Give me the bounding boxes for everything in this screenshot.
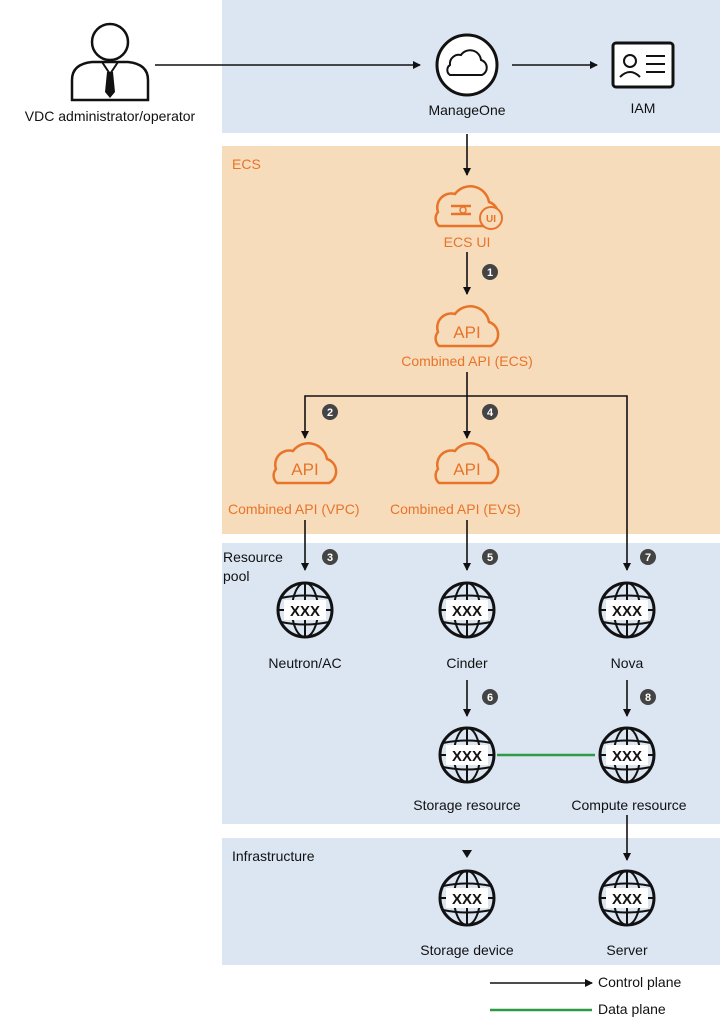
svg-text:6: 6 [487, 692, 493, 704]
storage-resource-label: Storage resource [413, 797, 521, 813]
ecs-ui-badge: UI [486, 214, 496, 225]
compute-resource-label: Compute resource [571, 797, 687, 813]
iam-label: IAM [630, 100, 656, 116]
nova-globe-icon: XXX [598, 581, 656, 639]
ecs-band [222, 146, 720, 534]
nova-label: Nova [610, 655, 644, 671]
manageone-label: ManageOne [428, 102, 506, 118]
combined-api-evs-icon: API [434, 442, 500, 485]
ecs-ui-cloud-icon: UI [434, 185, 503, 230]
svg-text:5: 5 [487, 552, 493, 564]
step-badge-8: 8 [640, 689, 656, 705]
infrastructure-title: Infrastructure [232, 848, 315, 864]
api-text-vpc: API [291, 460, 318, 479]
svg-text:7: 7 [645, 552, 651, 564]
manageone-icon [435, 33, 499, 97]
api-text-evs: API [453, 460, 480, 479]
svg-text:8: 8 [645, 692, 651, 704]
server-label: Server [606, 942, 648, 958]
combined-api-ecs-icon: API [434, 305, 500, 348]
combined-api-vpc-label: Combined API (VPC) [228, 501, 360, 517]
combined-api-vpc-icon: API [272, 442, 338, 485]
operator-label: VDC administrator/operator [24, 108, 196, 124]
person-icon [70, 22, 150, 102]
step-badge-1: 1 [482, 264, 498, 280]
step-badge-2: 2 [322, 404, 338, 420]
svg-text:1: 1 [487, 267, 493, 279]
neutron-label: Neutron/AC [268, 655, 342, 671]
neutron-globe-icon: XXX [276, 581, 334, 639]
storage-device-glyph: XXX [452, 891, 482, 908]
nova-glyph: XXX [612, 603, 642, 620]
step-badge-3: 3 [322, 549, 338, 565]
arrow-branch-to-nova [467, 395, 631, 571]
svg-text:4: 4 [487, 407, 494, 419]
neutron-glyph: XXX [290, 603, 320, 620]
compute-resource-globe-icon: XXX [598, 726, 656, 784]
legend-data-plane-label: Data plane [598, 1001, 666, 1017]
svg-text:3: 3 [327, 552, 333, 564]
step-badge-4: 4 [482, 404, 498, 420]
step-badge-7: 7 [640, 549, 656, 565]
ecs-ui-label: ECS UI [443, 234, 491, 250]
cinder-glyph: XXX [452, 603, 482, 620]
server-glyph: XXX [612, 891, 642, 908]
cinder-globe-icon: XXX [438, 581, 496, 639]
storage-resource-glyph: XXX [452, 748, 482, 765]
combined-api-evs-label: Combined API (EVS) [390, 501, 521, 517]
legend-control-plane-label: Control plane [598, 974, 682, 990]
compute-resource-glyph: XXX [612, 748, 642, 765]
cinder-label: Cinder [446, 655, 488, 671]
server-globe-icon: XXX [598, 869, 656, 927]
resource-pool-title: Resource pool [223, 549, 283, 584]
storage-resource-globe-icon: XXX [438, 726, 496, 784]
storage-device-label: Storage device [420, 942, 514, 958]
storage-device-arrowhead [462, 850, 472, 858]
step-badge-5: 5 [482, 549, 498, 565]
storage-device-globe-icon: XXX [438, 869, 496, 927]
step-badge-6: 6 [482, 689, 498, 705]
svg-text:2: 2 [327, 407, 333, 419]
api-text-ecs: API [453, 323, 480, 342]
ecs-section-title: ECS [232, 156, 261, 172]
arrow-branch-to-vpc [301, 395, 467, 439]
combined-api-ecs-label: Combined API (ECS) [401, 353, 533, 369]
id-card-icon [611, 41, 675, 89]
